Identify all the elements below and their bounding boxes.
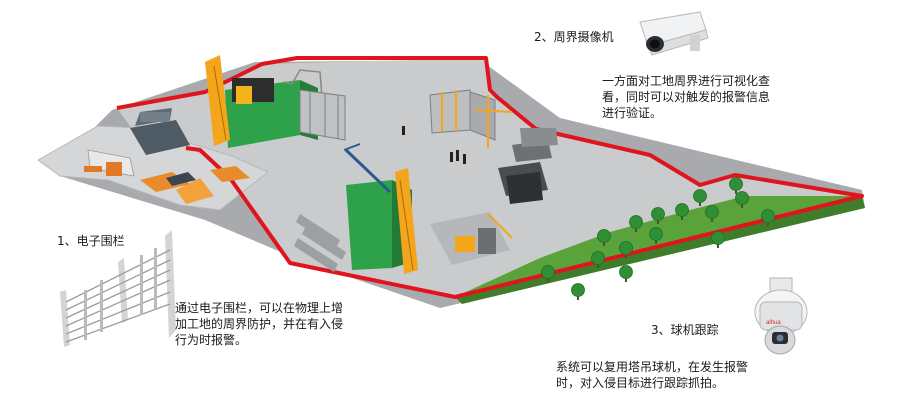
tower-building-center [343, 143, 418, 274]
scaffold-top-right [429, 89, 513, 148]
tree [729, 177, 743, 191]
tree-trunk [603, 240, 605, 246]
tree-trunk [625, 252, 627, 258]
tree-trunk [657, 218, 659, 224]
tree-trunk [655, 238, 657, 244]
entrance-gate [84, 108, 250, 204]
tree [619, 265, 633, 279]
tree [541, 265, 555, 279]
perimeter-line [116, 56, 864, 299]
grass-area-shadow [455, 196, 865, 304]
entrance-plaza [37, 125, 269, 211]
material-stacks [498, 128, 558, 204]
tree [735, 191, 749, 205]
tree [705, 205, 719, 219]
electric-fence-illustration [60, 230, 176, 347]
section-2-title: 2、周界摄像机 [534, 30, 614, 44]
tree-trunk [625, 276, 627, 282]
tree [591, 251, 605, 265]
tree [619, 241, 633, 255]
tree [711, 231, 725, 245]
scaffold-center [299, 89, 346, 141]
dome-camera-illustration [754, 277, 808, 355]
section-1-description: 通过电子围栏，可以在物理上增 加工地的周界防护，并在有入侵 行为时报警。 [175, 301, 344, 347]
tree-trunk [597, 262, 599, 268]
lumber-stack [294, 214, 346, 272]
tree-trunk [547, 276, 549, 282]
section-3-description: 系统可以复用塔吊球机，在发生报警 时，对入侵目标进行跟踪抓拍。 [556, 360, 749, 390]
tree [693, 189, 707, 203]
forklift-area [430, 212, 513, 265]
section-1-title: 1、电子围栏 [57, 234, 125, 248]
section-3-title: 3、球机跟踪 [651, 323, 719, 337]
tree-trunk [735, 188, 737, 194]
tree-trunk [767, 220, 769, 226]
tree-group [541, 177, 775, 300]
tree [675, 203, 689, 217]
tree [597, 229, 611, 243]
tree-trunk [741, 202, 743, 208]
section-2-description: 一方面对工地周界进行可视化查 看，同时可以对触发的报警信息 进行验证。 [602, 74, 771, 120]
tree [571, 283, 585, 297]
tree-trunk [681, 214, 683, 220]
tree-trunk [577, 294, 579, 300]
tree-trunk [635, 226, 637, 232]
tree [629, 215, 643, 229]
tree [649, 227, 663, 241]
bullet-camera-illustration [639, 11, 709, 56]
tree [761, 209, 775, 223]
workers [402, 126, 466, 164]
tree-trunk [711, 216, 713, 222]
tree-trunk [717, 242, 719, 248]
tree [651, 207, 665, 221]
brand-logo: alhua [766, 320, 781, 326]
tree-trunk [699, 200, 701, 206]
